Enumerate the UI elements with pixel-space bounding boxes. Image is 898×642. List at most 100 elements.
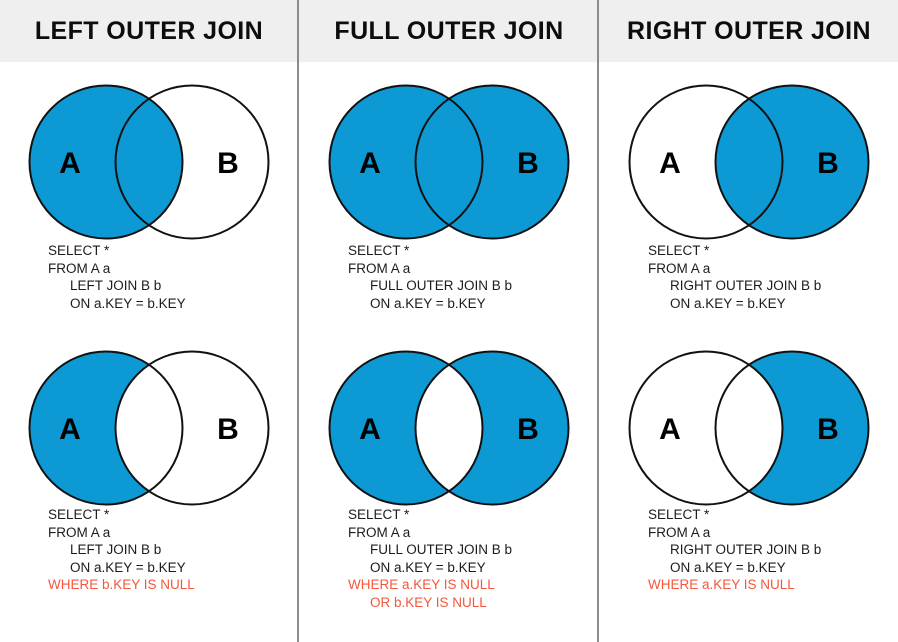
circle-a-outline bbox=[328, 350, 484, 506]
sql-text: ON a.KEY = b.KEY bbox=[70, 295, 186, 311]
sql-text: LEFT JOIN B b bbox=[70, 278, 162, 293]
sql-line: FULL OUTER JOIN B b bbox=[348, 277, 512, 295]
sql-line: FULL OUTER JOIN B b bbox=[348, 541, 512, 559]
region-b-only bbox=[415, 351, 569, 505]
venn-label-b: B bbox=[217, 413, 239, 446]
sql-line-highlighted: WHERE a.KEY IS NULL bbox=[648, 576, 821, 594]
sql-text: FULL OUTER JOIN B b bbox=[370, 542, 513, 557]
sql-text: FROM A a bbox=[348, 260, 411, 276]
sql-line: FROM A a bbox=[48, 260, 186, 278]
circle-b-outline bbox=[414, 84, 570, 240]
sql-text: SELECT * bbox=[648, 243, 710, 258]
region-a-only bbox=[29, 351, 183, 505]
sql-line: RIGHT OUTER JOIN B b bbox=[648, 541, 821, 559]
sql-line-highlighted: OR b.KEY IS NULL bbox=[348, 594, 512, 612]
circle-a-outline bbox=[328, 84, 484, 240]
circle-b-outline bbox=[114, 350, 270, 506]
venn-regions bbox=[329, 85, 569, 239]
sql-line-highlighted: WHERE a.KEY IS NULL bbox=[348, 576, 512, 594]
venn-label-a: A bbox=[59, 147, 81, 180]
circle-a-outline bbox=[628, 350, 784, 506]
venn-label-a: A bbox=[659, 147, 681, 180]
sql-text: SELECT * bbox=[648, 507, 710, 522]
sql-line: SELECT * bbox=[348, 242, 512, 260]
venn-regions bbox=[629, 351, 869, 505]
sql-line: SELECT * bbox=[648, 506, 821, 524]
region-intersection bbox=[715, 85, 783, 239]
sql-snippet: SELECT * FROM A a RIGHT OUTER JOIN B b ON a… bbox=[648, 242, 821, 312]
sql-text: FROM A a bbox=[48, 524, 111, 540]
sql-line: SELECT * bbox=[48, 242, 186, 260]
sql-line: FROM A a bbox=[48, 524, 195, 542]
venn-label-a: A bbox=[359, 147, 381, 180]
header-band bbox=[0, 0, 898, 62]
sql-text: FROM A a bbox=[648, 260, 711, 276]
sql-line-highlighted: WHERE b.KEY IS NULL bbox=[48, 576, 195, 594]
venn-regions bbox=[329, 351, 569, 505]
venn-label-b: B bbox=[217, 147, 239, 180]
sql-line: ON a.KEY = b.KEY bbox=[348, 295, 512, 313]
sql-line: FROM A a bbox=[648, 524, 821, 542]
sql-text: RIGHT OUTER JOIN B b bbox=[670, 278, 822, 293]
sql-text: WHERE b.KEY IS NULL bbox=[48, 577, 195, 592]
sql-line: LEFT JOIN B b bbox=[48, 277, 186, 295]
region-intersection bbox=[415, 85, 483, 239]
circle-b-outline bbox=[714, 84, 870, 240]
circle-a-outline bbox=[628, 84, 784, 240]
venn-regions bbox=[29, 85, 269, 239]
circle-b-outline bbox=[414, 350, 570, 506]
column-header-right-outer-join: RIGHT OUTER JOIN bbox=[600, 0, 898, 62]
column-header-left-outer-join: LEFT OUTER JOIN bbox=[0, 0, 298, 62]
sql-text: FROM A a bbox=[648, 524, 711, 540]
sql-text: FROM A a bbox=[348, 524, 411, 540]
sql-text: WHERE a.KEY IS NULL bbox=[348, 577, 495, 592]
sql-text: LEFT JOIN B b bbox=[70, 542, 162, 557]
column-header-label: FULL OUTER JOIN bbox=[334, 16, 564, 45]
circle-b-outline bbox=[114, 84, 270, 240]
venn-label-a: A bbox=[659, 413, 681, 446]
venn-label-a: A bbox=[359, 413, 381, 446]
sql-line: SELECT * bbox=[48, 506, 195, 524]
venn-label-b: B bbox=[517, 147, 539, 180]
sql-text: FULL OUTER JOIN B b bbox=[370, 278, 513, 293]
venn-label-b: B bbox=[817, 413, 839, 446]
sql-line: ON a.KEY = b.KEY bbox=[48, 559, 195, 577]
sql-line: ON a.KEY = b.KEY bbox=[48, 295, 186, 313]
sql-line: SELECT * bbox=[648, 242, 821, 260]
sql-text: ON a.KEY = b.KEY bbox=[670, 559, 786, 575]
column-divider bbox=[297, 0, 299, 642]
sql-line: ON a.KEY = b.KEY bbox=[648, 295, 821, 313]
sql-line: FROM A a bbox=[648, 260, 821, 278]
venn-label-b: B bbox=[817, 147, 839, 180]
region-intersection bbox=[115, 85, 183, 239]
sql-line: LEFT JOIN B b bbox=[48, 541, 195, 559]
sql-text: SELECT * bbox=[48, 507, 110, 522]
sql-text: SELECT * bbox=[348, 507, 410, 522]
venn-regions bbox=[29, 351, 269, 505]
sql-text: SELECT * bbox=[48, 243, 110, 258]
column-divider bbox=[597, 0, 599, 642]
